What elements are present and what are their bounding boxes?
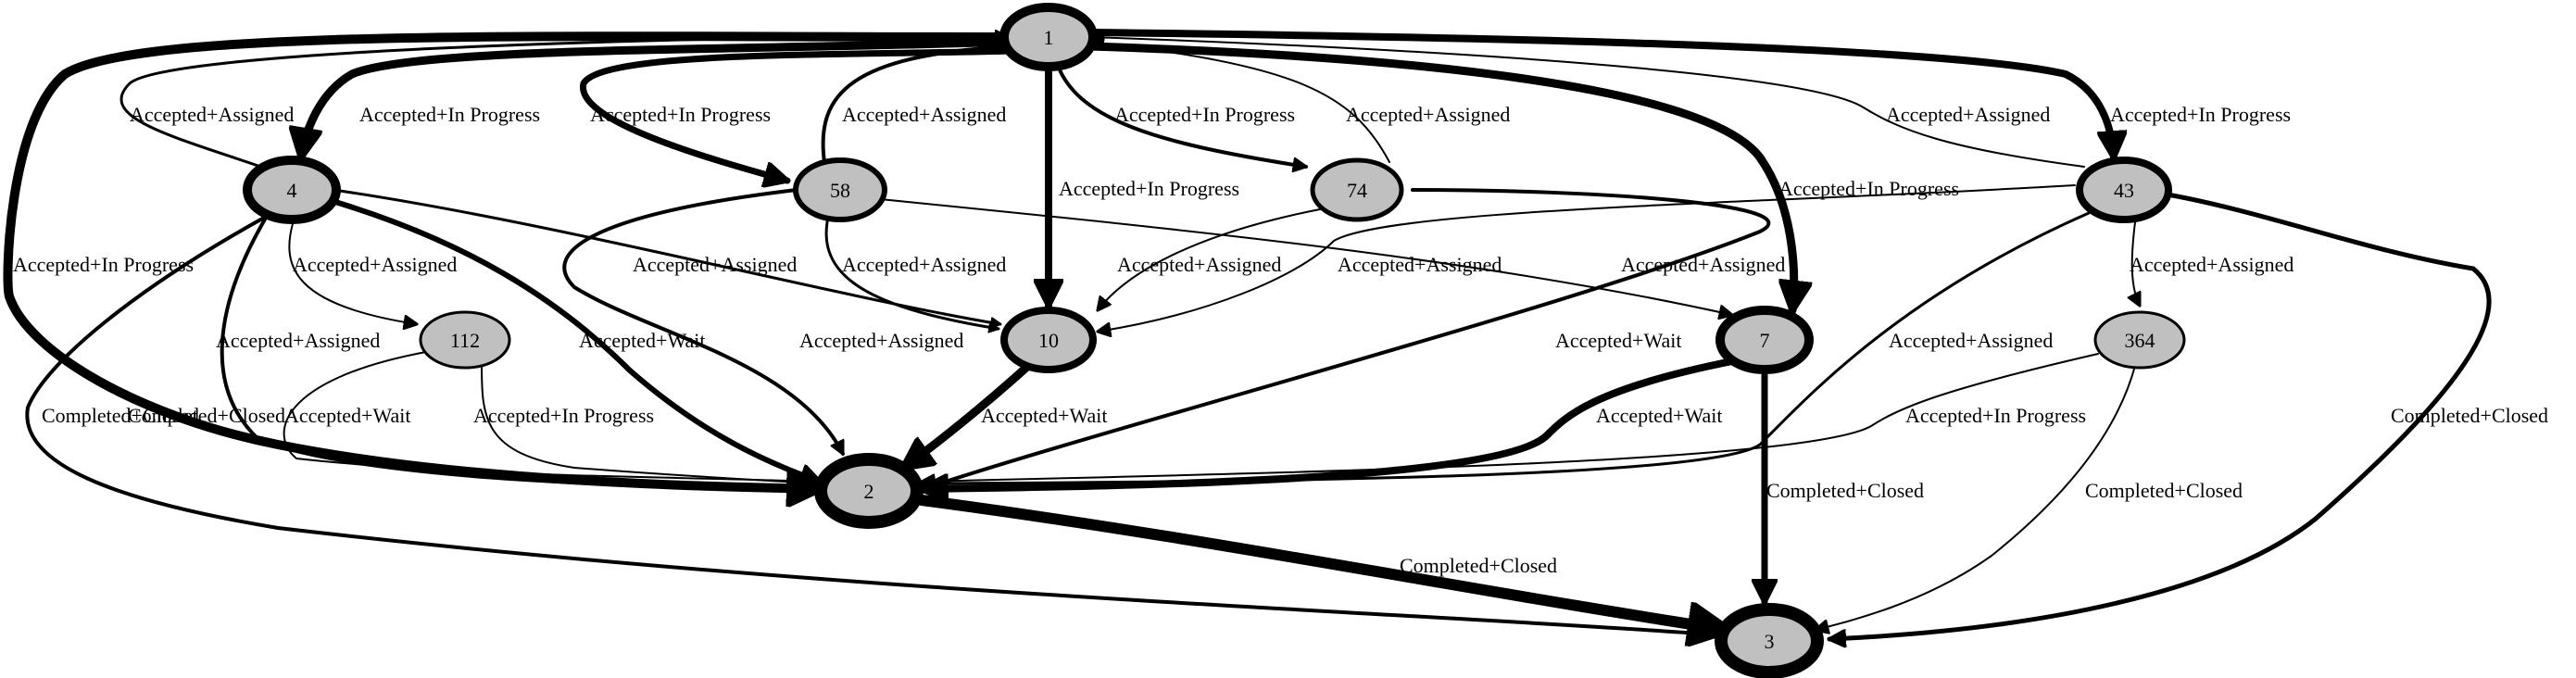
graph-node[interactable]: 364 (2093, 310, 2186, 370)
edge-1-to-4 (301, 37, 1014, 157)
edge-label: Accepted+Assigned (842, 103, 1006, 126)
edge-label: Accepted+Wait (284, 404, 410, 427)
edge-label: Accepted+Assigned (799, 329, 963, 352)
edge-label: Accepted+In Progress (13, 253, 194, 276)
edge-label: Accepted+In Progress (590, 103, 771, 126)
edge-label: Completed+Closed (128, 404, 285, 427)
edge-43-to-364 (2132, 221, 2140, 306)
edge-4-to-2-assigned (220, 211, 817, 491)
node-label: 7 (1760, 329, 1770, 352)
edge-4-to-10 (332, 188, 1000, 324)
edge-label: Completed+Closed (2391, 404, 2548, 427)
edge-1-to-7 (1084, 42, 1794, 310)
edge-2-to-3 (916, 495, 1728, 630)
edge-74-to-2 (917, 188, 1771, 491)
edge-label: Accepted+In Progress (1778, 177, 1959, 200)
edge-label: Completed+Closed (2085, 479, 2243, 502)
edge-label: Accepted+Assigned (1338, 253, 1502, 276)
graph-node[interactable]: 2 (814, 453, 924, 529)
edge-label: Accepted+Assigned (1889, 329, 2053, 352)
edge-label: Completed+Closed (42, 404, 199, 427)
edge-label: Completed+Closed (1766, 479, 1924, 502)
graph-node[interactable]: 58 (793, 157, 887, 222)
node-label: 1 (1044, 26, 1054, 49)
node-label: 4 (287, 179, 297, 202)
node-label: 112 (450, 329, 480, 352)
edge-label: Accepted+Assigned (1346, 103, 1510, 126)
node-label: 2 (864, 480, 874, 503)
edge-label: Accepted+Assigned (1117, 253, 1281, 276)
edge-label: Accepted+In Progress (359, 103, 540, 126)
edge-label: Accepted+Wait (981, 404, 1107, 427)
edge-label: Accepted+In Progress (473, 404, 654, 427)
node-label: 43 (2114, 179, 2134, 202)
edge-label: Completed+Closed (1400, 554, 1557, 577)
edge-label: Accepted+Wait (579, 329, 705, 352)
graph-node[interactable]: 4 (243, 156, 341, 224)
edge-4-to-2-wait (333, 199, 820, 482)
graph-node[interactable]: 3 (1715, 603, 1824, 678)
graph-node[interactable]: 1 (999, 3, 1098, 71)
edge-label: Accepted+Assigned (633, 253, 797, 276)
edge-43-to-3 (1827, 192, 2492, 639)
edge-label: Accepted+Assigned (216, 329, 380, 352)
node-label: 58 (830, 179, 850, 202)
graph-node[interactable]: 112 (419, 310, 511, 370)
edge-label: Accepted+Assigned (2130, 253, 2293, 276)
edge-label: Accepted+Assigned (1621, 253, 1785, 276)
edge-label: Accepted+Assigned (842, 253, 1006, 276)
node-label: 74 (1347, 179, 1367, 202)
graph-node[interactable]: 10 (1000, 307, 1097, 373)
edge-43-to-1 (1091, 37, 2085, 168)
edge-7-to-2 (918, 358, 1736, 489)
edge-1-to-2 (3, 31, 1010, 489)
edge-label: Accepted+Assigned (130, 103, 294, 126)
edges-layer (3, 29, 2492, 639)
node-label: 3 (1765, 630, 1775, 653)
node-label: 364 (2125, 329, 2155, 352)
edge-364-to-3 (1816, 365, 2136, 630)
edge-112-to-2-inprogress (481, 360, 817, 483)
edge-58-to-10 (824, 211, 999, 329)
edge-label: Accepted+Wait (1596, 404, 1722, 427)
edge-1-to-43 (1087, 29, 2114, 157)
edge-label: Accepted+In Progress (1905, 404, 2086, 427)
edge-58-to-1 (821, 46, 1010, 164)
edge-4-to-112 (288, 217, 417, 324)
edge-364-to-2 (922, 353, 2099, 482)
nodes-layer: 1 4 58 74 43 112 10 (243, 3, 2186, 678)
node-label: 10 (1038, 329, 1059, 352)
edge-43-to-10 (1098, 184, 2076, 332)
edge-58-to-7 (879, 198, 1732, 315)
graph-node[interactable]: 43 (2076, 157, 2172, 223)
graph-node[interactable]: 74 (1310, 157, 1404, 222)
edge-label: Accepted+In Progress (2110, 103, 2291, 126)
graph-node[interactable]: 7 (1715, 306, 1814, 374)
edge-label: Accepted+In Progress (1114, 103, 1295, 126)
edge-label: Accepted+Assigned (293, 253, 457, 276)
edge-1-to-74 (1054, 58, 1306, 167)
edge-10-to-2 (903, 361, 1033, 472)
edge-label: Accepted+Assigned (1886, 103, 2050, 126)
edge-74-to-10 (1098, 207, 1326, 310)
edge-labels-layer: Accepted+Assigned Accepted+In Progress A… (13, 103, 2548, 577)
edge-label: Accepted+Wait (1555, 329, 1681, 352)
edge-58-to-2 (562, 188, 845, 454)
edge-1-to-58 (580, 47, 1018, 181)
edge-112-to-2-wait (283, 351, 815, 482)
edge-label: Accepted+In Progress (1059, 177, 1239, 200)
edge-4-to-3 (25, 216, 1714, 634)
